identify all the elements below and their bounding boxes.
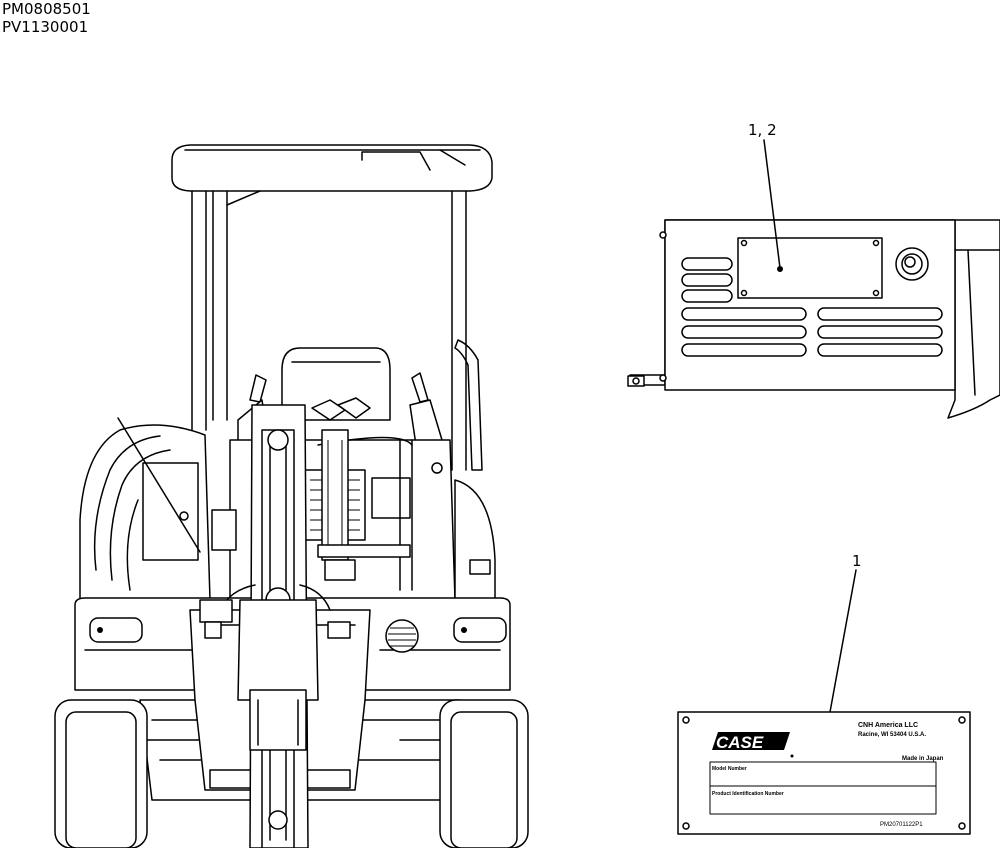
- drawing-code-2: PV1130001: [2, 18, 89, 36]
- plate-company: CNH America LLC: [858, 722, 918, 729]
- callout-label-1: 1: [852, 552, 862, 570]
- plate-model-label: Model Number: [712, 766, 747, 772]
- plate-made-in: Made in Japan: [902, 756, 944, 762]
- case-logo-text: CASE: [716, 733, 764, 752]
- plate-pin-label: Product Identification Number: [712, 791, 784, 797]
- side-panel-detail: 1, 2: [627, 121, 1000, 419]
- excavator-rear-view: [54, 144, 529, 848]
- identification-plate: 1 CASE CNH America LLC Racine, WI 53404 …: [677, 552, 971, 835]
- plate-address: Racine, WI 53404 U.S.A.: [858, 732, 926, 738]
- drawing-code-1: PM0808501: [2, 0, 91, 18]
- callout-label-1-2: 1, 2: [748, 121, 777, 139]
- case-logo-shape: [712, 732, 790, 750]
- plate-part-code: PM20701122P1: [880, 822, 923, 828]
